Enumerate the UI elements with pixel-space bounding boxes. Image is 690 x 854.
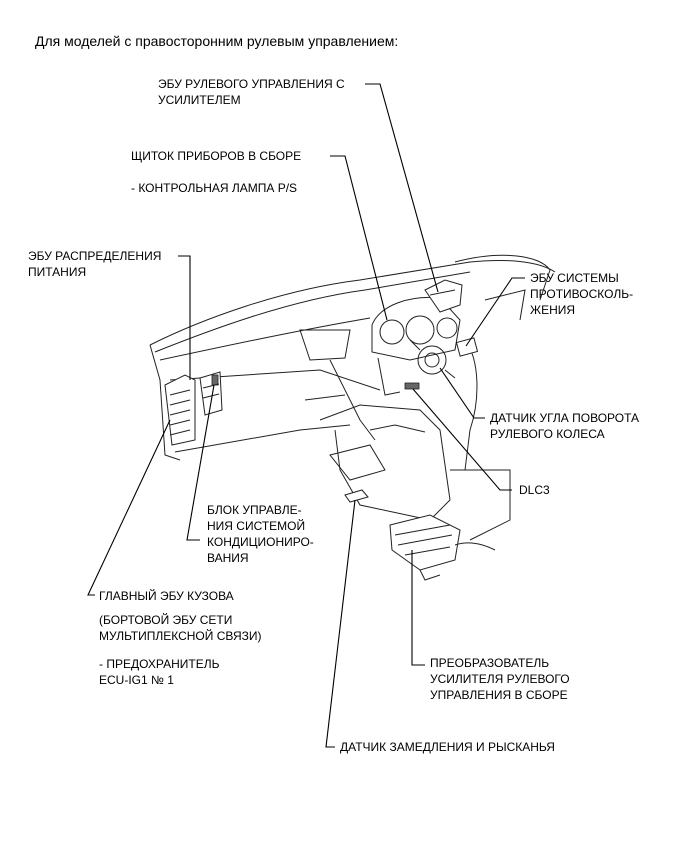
yaw-rate-sensor-part: [344, 489, 369, 503]
label-skid-control-ecu: ЭБУ СИСТЕМЫ ПРОТИВОСКОЛЬ- ЖЕНИЯ: [530, 271, 634, 317]
label-fuse: - ПРЕДОХРАНИТЕЛЬ ECU-IG1 № 1: [99, 657, 220, 687]
label-combination-meter: ЩИТОК ПРИБОРОВ В СБОРЕ: [131, 149, 302, 163]
label-main-body-ecu: ГЛАВНЫЙ ЭБУ КУЗОВА: [99, 589, 234, 603]
label-ps-converter: ПРЕОБРАЗОВАТЕЛЬ УСИЛИТЕЛЯ РУЛЕВОГО УПРАВ…: [430, 656, 570, 702]
steering-column-part: [409, 339, 456, 379]
ps-ecu-part: [424, 279, 463, 313]
page-heading: Для моделей с правосторонним рулевым упр…: [35, 33, 399, 49]
ps-converter-part: [389, 514, 496, 581]
body-ecu-unit: [164, 371, 223, 446]
label-ps-warning-lamp: - КОНТРОЛЬНАЯ ЛАМПА P/S: [131, 181, 298, 195]
center-console: [319, 404, 511, 541]
leader-lines: [87, 83, 525, 748]
dlc3-connector: [404, 382, 420, 390]
label-dlc3: DLC3: [519, 483, 550, 497]
label-steering-angle-sensor: ДАТЧИК УГЛА ПОВОРОТА РУЛЕВОГО КОЛЕСА: [490, 411, 640, 441]
label-ac-control: БЛОК УПРАВЛЕ- НИЯ СИСТЕМОЙ КОНДИЦИОНИРО-…: [207, 503, 314, 565]
label-multiplex-ecu: (БОРТОВОЙ ЭБУ СЕТИ МУЛЬТИПЛЕКСНОЙ СВЯЗИ): [99, 613, 262, 643]
skid-control-ecu-part: [455, 337, 479, 357]
label-yaw-rate-sensor: ДАТЧИК ЗАМЕДЛЕНИЯ И РЫСКАНЬЯ: [340, 740, 555, 754]
label-power-distribution-ecu: ЭБУ РАСПРЕДЕЛЕНИЯ ПИТАНИЯ: [28, 249, 162, 279]
combination-meter-part: [371, 296, 461, 396]
label-ps-ecu: ЭБУ РУЛЕВОГО УПРАВЛЕНИЯ С УСИЛИТЕЛЕМ: [158, 77, 345, 107]
dashboard-outline: [149, 254, 556, 471]
